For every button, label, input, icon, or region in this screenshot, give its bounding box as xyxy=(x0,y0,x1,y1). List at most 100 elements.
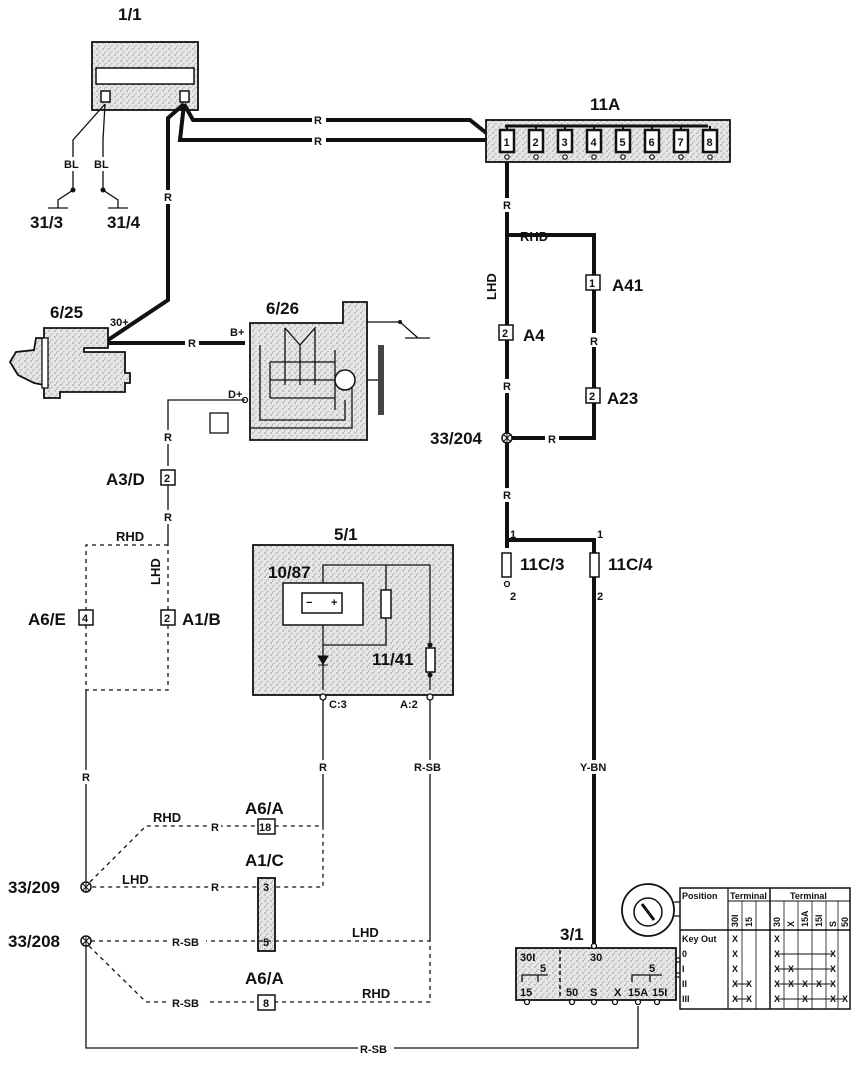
svg-text:S: S xyxy=(590,987,597,999)
starter-label: 6/25 xyxy=(50,303,83,322)
svg-text:2: 2 xyxy=(502,328,508,340)
fuse-pin-label: 7 xyxy=(678,137,684,149)
svg-text:5: 5 xyxy=(540,963,546,975)
wire-label-r-3: R xyxy=(211,882,219,894)
wire-label-r-lower: R xyxy=(503,490,511,502)
svg-text:1: 1 xyxy=(597,529,603,541)
wire-label-r-fuse1: R xyxy=(503,200,511,212)
svg-text:−: − xyxy=(306,597,312,609)
svg-text:30: 30 xyxy=(590,952,602,964)
table-cell-mark: X xyxy=(746,994,752,1004)
table-header-terminal-right: Terminal xyxy=(790,891,827,901)
fuse-pin-label: 4 xyxy=(591,137,598,149)
wire-label-bl-right: BL xyxy=(94,159,109,171)
svg-text:3: 3 xyxy=(263,882,269,894)
table-cell-mark: X xyxy=(732,949,738,959)
alternator-bplus-label: B+ xyxy=(230,327,244,339)
wire-label-r-left: R xyxy=(82,772,90,784)
label-rhd-8: RHD xyxy=(362,986,390,1001)
alternator-dplus-label: D+ xyxy=(228,389,242,401)
label-lhd-left: LHD xyxy=(148,558,163,585)
fuse-11c3-icon xyxy=(501,552,512,578)
label-rhd-upper: RHD xyxy=(520,229,548,244)
fuse-pin-5: 5 xyxy=(614,126,632,160)
starter-body xyxy=(8,327,131,399)
wire-label-rsb-5: R-SB xyxy=(172,937,199,949)
svg-text:1: 1 xyxy=(589,278,595,290)
diode-icon xyxy=(317,655,329,666)
wire-label-r-starter: R xyxy=(164,192,172,204)
fuse-11c4-label: 11C/4 xyxy=(608,555,653,574)
bl-wire-left xyxy=(57,103,106,208)
fuse-pin-7: 7 xyxy=(672,126,690,160)
svg-text:2: 2 xyxy=(597,591,603,603)
alternator-label: 6/26 xyxy=(266,299,299,318)
table-col-right: S xyxy=(828,921,838,927)
wire-label-r-204: R xyxy=(548,434,556,446)
table-cell-mark: X xyxy=(746,979,752,989)
connector-a1b-label: A1/B xyxy=(182,610,221,629)
svg-text:5: 5 xyxy=(263,937,269,949)
connector-a1c-body xyxy=(257,877,276,952)
connector-a23-pin xyxy=(585,387,601,404)
table-col-right: 15I xyxy=(814,914,824,927)
svg-text:50: 50 xyxy=(566,987,578,999)
svg-text:4: 4 xyxy=(82,613,89,625)
table-cell-mark: X xyxy=(732,964,738,974)
table-cell-mark: X xyxy=(830,964,836,974)
wire-label-r-a3d: R xyxy=(164,512,172,524)
svg-text:15: 15 xyxy=(520,987,532,999)
table-header-position: Position xyxy=(682,891,718,901)
battery-negative-post xyxy=(100,90,111,103)
bl-wire-right xyxy=(102,103,119,208)
alternator-body xyxy=(249,301,368,441)
ground-31-4-label: 31/4 xyxy=(107,213,141,232)
connector-a6a-18-pin xyxy=(257,818,276,835)
table-row-label: III xyxy=(682,994,690,1004)
fuse-11c3-label: 11C/3 xyxy=(520,555,564,574)
fuse-pin-6: 6 xyxy=(643,126,661,160)
connector-a4-label: A4 xyxy=(523,326,545,345)
connector-a6e-label: A6/E xyxy=(28,610,66,629)
connector-a1b-pin xyxy=(160,609,176,626)
table-col-right: 50 xyxy=(840,917,850,927)
pin-a2-label: A:2 xyxy=(400,699,418,711)
table-cell-mark: X xyxy=(774,934,780,944)
battery-positive-post xyxy=(179,90,190,103)
table-col-left: 30I xyxy=(730,914,740,927)
wire-label-r-18: R xyxy=(211,822,219,834)
table-row-label: II xyxy=(682,979,687,989)
svg-text:2: 2 xyxy=(589,391,595,403)
battery-label: 1/1 xyxy=(118,5,142,24)
ignition-switch-label: 3/1 xyxy=(560,925,584,944)
control-unit-label: 5/1 xyxy=(334,525,358,544)
wire-label-ybn: Y-BN xyxy=(580,762,606,774)
table-cell-mark: X xyxy=(830,979,836,989)
connector-a23-label: A23 xyxy=(607,389,638,408)
svg-text:2: 2 xyxy=(164,613,170,625)
svg-text:15I: 15I xyxy=(652,987,667,999)
wire-label-rsb-8: R-SB xyxy=(172,998,199,1010)
splice-204-label: 33/204 xyxy=(430,429,483,448)
wire-label-r-a41: R xyxy=(590,336,598,348)
splice-208-label: 33/208 xyxy=(8,932,60,951)
connector-a6e-pin xyxy=(78,609,94,626)
fuse-pin-label: 2 xyxy=(533,137,539,149)
fuse-1-circuit: R RHD LHD 1 A41 2 A4 R 2 A23 R R 33/204 … xyxy=(430,162,643,555)
battery-positive-wires: R R R xyxy=(106,102,507,342)
wire-label-r-top: R xyxy=(314,115,322,127)
alternator-pulley-icon xyxy=(378,345,384,415)
wire-label-rsb-bottom: R-SB xyxy=(360,1044,387,1056)
fuse-pin-label: 6 xyxy=(649,137,655,149)
alternator-6-26: 6/26 B+ D+ R xyxy=(161,299,430,466)
wire-label-r-bplus: R xyxy=(188,338,196,350)
svg-text:8: 8 xyxy=(263,998,269,1010)
wire-label-r-c3: R xyxy=(319,762,327,774)
fusebox-label: 11A xyxy=(590,95,620,114)
label-lhd-5: LHD xyxy=(352,925,379,940)
